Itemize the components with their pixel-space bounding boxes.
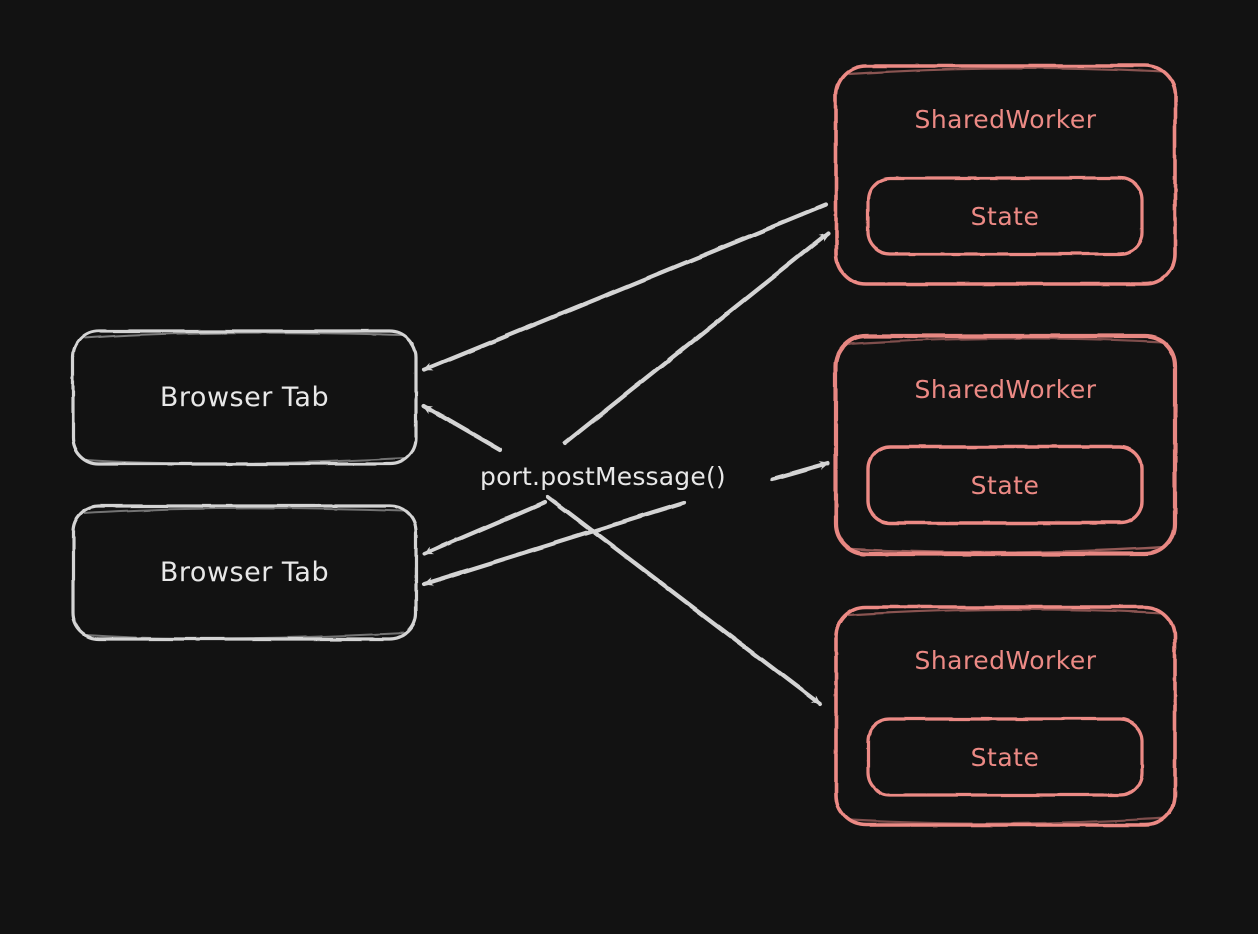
shared-worker-3-box[interactable] bbox=[834, 605, 1177, 827]
arrow-worker-to-tab2 bbox=[421, 500, 687, 587]
arrow-worker1-to-tab1 bbox=[421, 202, 829, 373]
arrow-label-to-worker2 bbox=[769, 460, 831, 482]
post-message-edge-label: port.postMessage() bbox=[480, 462, 726, 491]
shared-worker-3-state-box bbox=[866, 717, 1144, 797]
shared-worker-1-state-box bbox=[866, 176, 1144, 256]
browser-tab-2-box[interactable] bbox=[71, 504, 418, 641]
arrow-label-to-worker1 bbox=[562, 230, 831, 446]
shared-worker-2-state-box bbox=[866, 445, 1144, 525]
arrow-label-to-tab2 bbox=[421, 499, 548, 557]
arrow-label-to-worker3 bbox=[545, 494, 823, 707]
shared-worker-2-box[interactable] bbox=[833, 333, 1178, 557]
arrow-label-to-tab1 bbox=[421, 403, 503, 453]
browser-tab-1-box[interactable] bbox=[71, 329, 418, 466]
shared-worker-1-box[interactable] bbox=[834, 64, 1177, 286]
